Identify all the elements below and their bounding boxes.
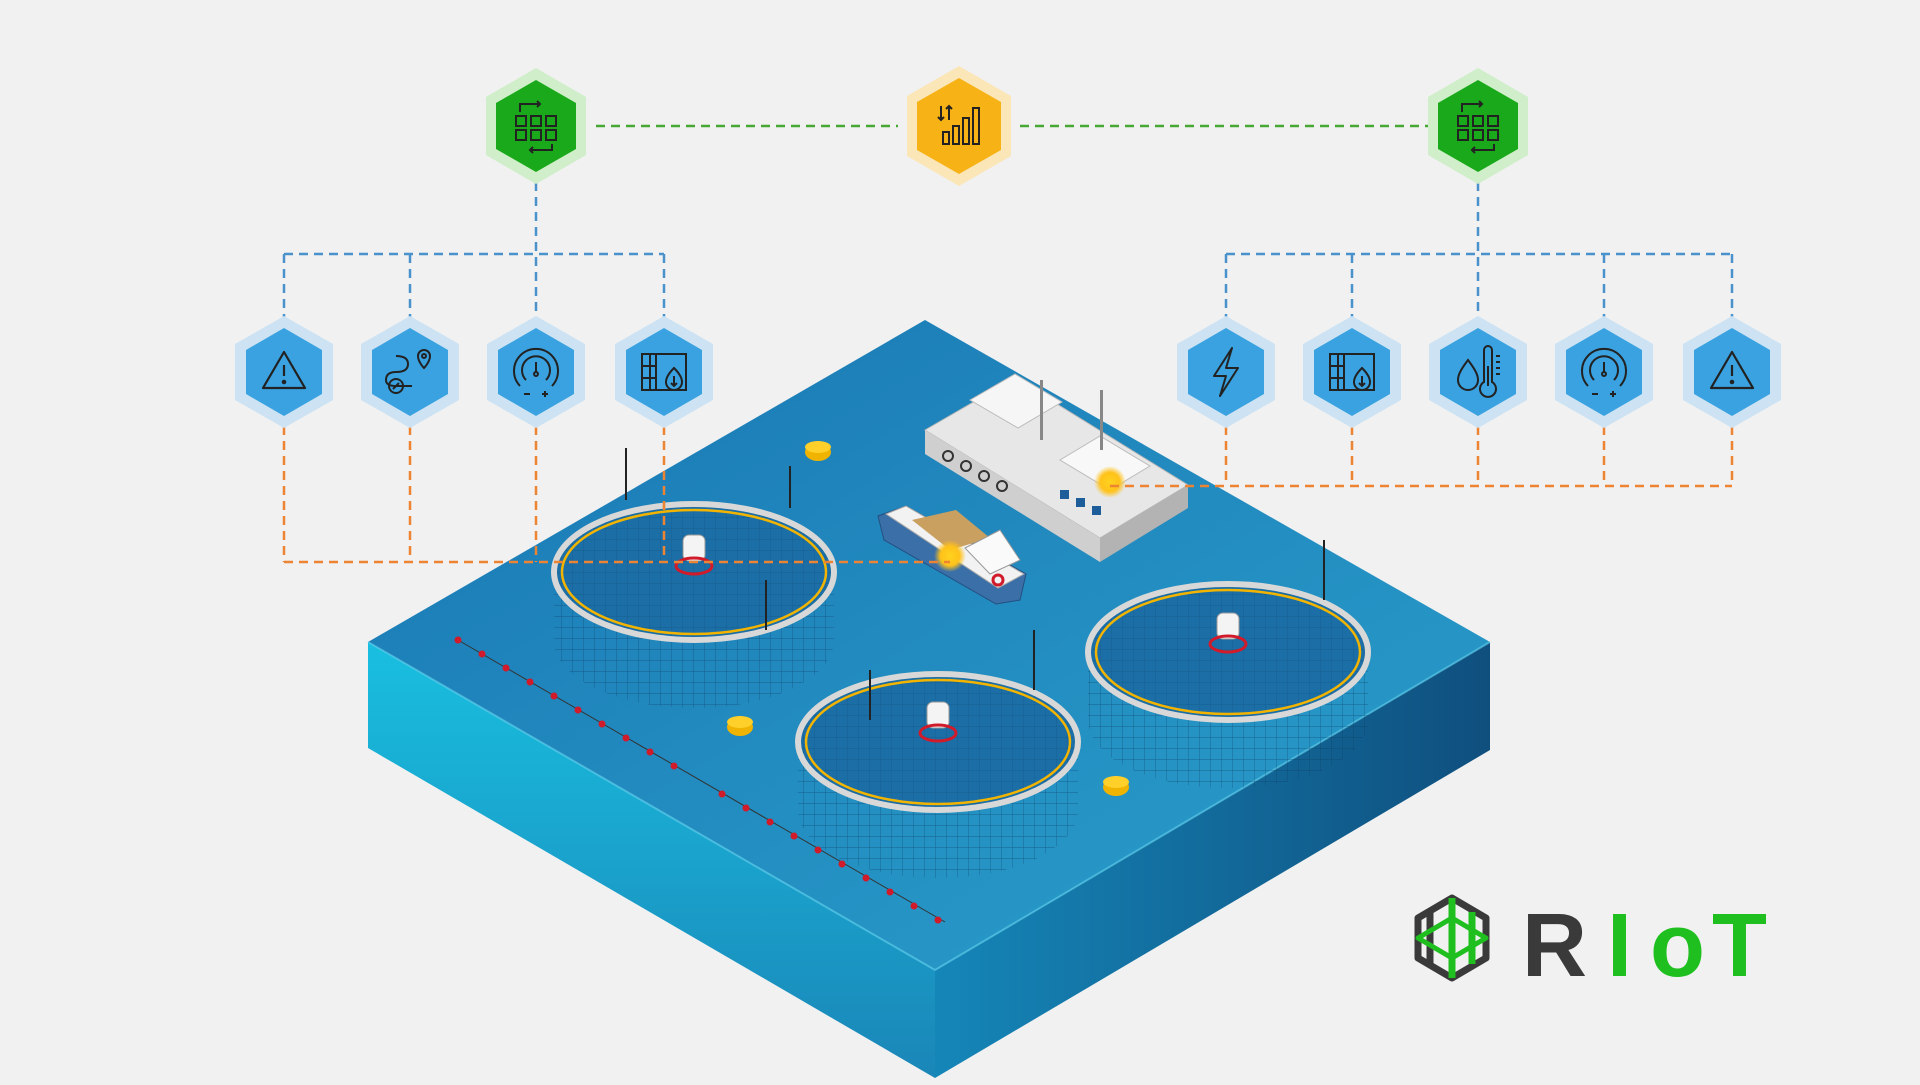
slab-left-face <box>368 642 935 1078</box>
yellow-buoys <box>727 441 1129 796</box>
float-line <box>454 636 946 924</box>
sensor-node-power[interactable] <box>1177 316 1275 428</box>
sensor-node-gauge[interactable] <box>1555 316 1653 428</box>
sensor-node-alert[interactable] <box>1683 316 1781 428</box>
boat-sensor-glow <box>934 540 966 572</box>
fish-pen <box>795 671 1081 878</box>
gateway-node-right[interactable] <box>1428 68 1528 184</box>
pressure-gauge-icon <box>513 347 559 397</box>
sensor-node-alert[interactable] <box>235 316 333 428</box>
service-boat <box>877 505 1027 605</box>
link-sensor-device <box>282 426 1734 564</box>
logo-letter-o: o <box>1650 896 1705 996</box>
feed-barge <box>924 373 1189 562</box>
logo-cube-mark <box>1414 894 1490 982</box>
water-level-icon <box>641 353 687 391</box>
feeder-buoy <box>926 701 950 729</box>
alert-warning-icon <box>261 350 307 390</box>
barge-sensor-glow <box>1094 466 1126 498</box>
water-slab <box>367 320 1491 1078</box>
link-gateway-sensor <box>282 182 1734 320</box>
pressure-gauge-icon <box>1581 347 1627 397</box>
alert-warning-icon <box>1709 350 1755 390</box>
workflow-flow-icon <box>1457 100 1499 154</box>
riot-logo: R I o T <box>1414 894 1767 996</box>
logo-letter-t: T <box>1712 896 1767 996</box>
gateway-node-left[interactable] <box>486 68 586 184</box>
logo-letter-i: I <box>1607 896 1632 996</box>
gps-route-icon <box>384 348 432 394</box>
sensor-node-gauge[interactable] <box>487 316 585 428</box>
logo-letter-r: R <box>1522 896 1587 996</box>
fish-pen <box>1085 581 1371 788</box>
sensor-node-route[interactable] <box>361 316 459 428</box>
water-temperature-icon <box>1456 345 1500 398</box>
sensor-node-level[interactable] <box>615 316 713 428</box>
workflow-flow-icon <box>515 100 557 154</box>
analytics-chart-icon <box>937 104 980 145</box>
feeder-buoy <box>1216 612 1240 640</box>
cloud-analytics-node[interactable] <box>907 66 1011 186</box>
sensor-node-level[interactable] <box>1303 316 1401 428</box>
sensor-node-temperature[interactable] <box>1429 316 1527 428</box>
fish-pen <box>551 501 837 708</box>
water-level-icon <box>1329 353 1375 391</box>
marker-poles <box>625 448 1325 720</box>
power-lightning-icon <box>1213 347 1239 397</box>
